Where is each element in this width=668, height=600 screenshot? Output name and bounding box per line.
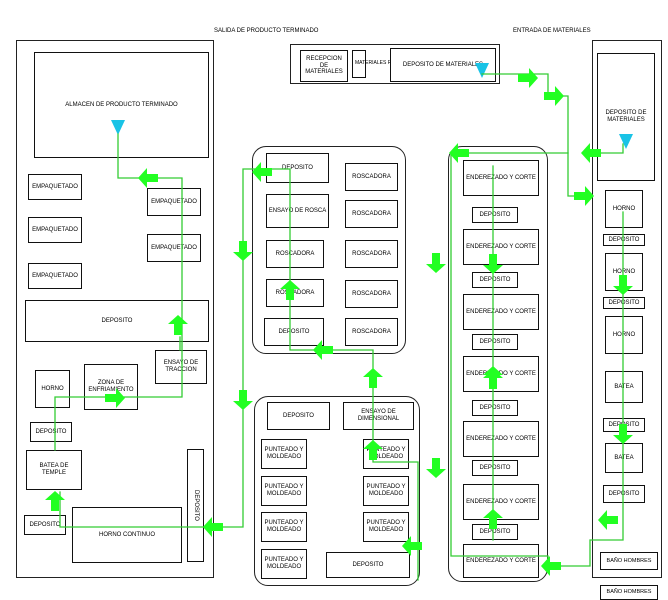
flow-arrow-down <box>233 390 253 410</box>
bathroom-1: BAÑO HOMBRES <box>600 552 658 570</box>
roscadora-4: ROSCADORA <box>345 200 398 228</box>
flow-arrow-left <box>598 510 618 530</box>
thread-test: ENSAYO DE ROSCA <box>266 194 329 228</box>
plant-wall-left <box>16 40 214 578</box>
deposito-left-small: DEPOSITO <box>30 422 72 442</box>
flow-line <box>559 211 624 567</box>
flow-arrow-left <box>252 162 272 182</box>
punteado-left-4: PUNTEADO Y MOLDEADO <box>261 549 307 579</box>
roscadora-3: ROSCADORA <box>345 163 398 191</box>
warehouse-marker <box>111 120 125 135</box>
deposito-str-4: DEPOSITO <box>472 400 518 416</box>
deposito-str-5: DEPOSITO <box>472 460 518 476</box>
deposito-weld-bottom: DEPOSITO <box>326 552 410 578</box>
deposito-str-3: DEPOSITO <box>472 334 518 350</box>
punteado-left-1: PUNTEADO Y MOLDEADO <box>261 439 307 469</box>
flow-arrow-up <box>483 369 503 389</box>
entry-label: ENTRADA DE MATERIALES <box>513 28 591 34</box>
enderezado-5: ENDEREZADO Y CORTE <box>463 421 539 457</box>
flow-arrow-left <box>541 556 561 576</box>
flow-arrow-up <box>280 280 300 300</box>
flow-arrow-right <box>544 86 564 106</box>
welding-zone <box>254 396 420 586</box>
materials-depot-right: DEPOSITO DE MATERIALES <box>597 53 655 181</box>
deposito-right-4: DEPOSITO <box>603 485 645 503</box>
flow-arrow-right <box>518 68 538 88</box>
flow-arrow-down <box>483 254 503 274</box>
deposito-str-1: DEPOSITO <box>472 207 518 223</box>
roscadora-5: ROSCADORA <box>345 240 398 268</box>
flow-arrow-left <box>203 517 223 537</box>
flow-arrow-up <box>363 440 383 460</box>
punteado-left-3: PUNTEADO Y MOLDEADO <box>261 512 307 542</box>
quench-tank: BATEA DE TEMPLE <box>26 450 82 490</box>
flow-line <box>54 133 183 451</box>
roscadora-2: ROSCADORA <box>266 279 324 307</box>
tensile-test: ENSAYO DE TRACCION <box>155 350 207 384</box>
batea-1: BATEA <box>605 371 643 403</box>
punteado-left-2: PUNTEADO Y MOLDEADO <box>261 476 307 506</box>
roscadora-1: ROSCADORA <box>266 240 324 268</box>
deposito-vertical: DEPOSITO <box>187 449 204 562</box>
empaquetado-left-1: EMPAQUETADO <box>28 174 82 200</box>
straightening-zone <box>448 146 548 582</box>
flow-arrow-left <box>449 143 469 163</box>
finished-goods-warehouse: ALMACEN DE PRODUCTO TERMINADO <box>34 52 209 158</box>
flow-arrow-left <box>581 143 601 163</box>
horno-right-1: HORNO <box>605 190 643 228</box>
roscadora-7: ROSCADORA <box>345 318 398 346</box>
enderezado-1: ENDEREZADO Y CORTE <box>463 160 539 196</box>
flow-arrow-left <box>313 340 333 360</box>
horno-right-3: HORNO <box>605 316 643 354</box>
empaquetado-left-3: EMPAQUETADO <box>28 263 82 289</box>
empaquetado-right-1: EMPAQUETADO <box>147 188 201 216</box>
empaquetado-left-2: EMPAQUETADO <box>28 217 82 243</box>
horno-left: HORNO <box>35 370 70 408</box>
punteado-right-2: PUNTEADO Y MOLDEADO <box>363 476 409 506</box>
cooling-zone: ZONA DE ENFRIAMIENTO <box>84 364 138 410</box>
plant-wall-right <box>592 40 662 578</box>
flow-arrow-right <box>574 186 594 206</box>
deposito-mid-top: DEPOSITO <box>266 153 329 183</box>
continuous-furnace: HORNO CONTINUO <box>72 507 182 563</box>
flow-arrow-up <box>168 315 188 335</box>
receiving-area <box>290 44 500 84</box>
flow-arrow-down <box>613 275 633 295</box>
flow-arrow-left <box>402 536 422 556</box>
flow-arrow-up <box>45 491 65 511</box>
enderezado-6: ENDEREZADO Y CORTE <box>463 484 539 520</box>
flow-arrow-down <box>426 253 446 273</box>
exit-label: SALIDA DE PRODUCTO TERMINADO <box>214 28 319 34</box>
enderezado-2: ENDEREZADO Y CORTE <box>463 229 539 265</box>
enderezado-7: ENDEREZADO Y CORTE <box>463 544 539 578</box>
flow-arrow-left <box>138 168 158 188</box>
punteado-right-3: PUNTEADO Y MOLDEADO <box>363 512 409 542</box>
reception-box: RECEPCION DE MATERIALES <box>300 50 348 82</box>
deposito-str-2: DEPOSITO <box>472 272 518 288</box>
flow-line <box>450 73 569 567</box>
dimensional-test: ENSAYO DE DIMENSIONAL <box>343 402 414 430</box>
deposito-right-2: DEPOSITO <box>603 297 645 309</box>
batea-2: BATEA <box>605 443 643 473</box>
flow-arrow-down <box>426 458 446 478</box>
enderezado-3: ENDEREZADO Y CORTE <box>463 294 539 330</box>
flow-arrow-down <box>613 424 633 444</box>
flow-arrow-up <box>363 368 383 388</box>
flow-arrow-up <box>483 509 503 529</box>
flow-arrow-down <box>233 241 253 261</box>
deposito-weld-top: DEPOSITO <box>267 402 330 430</box>
deposito-left-bottom: DEPOSITO <box>24 515 66 535</box>
deposito-mid-lower: DEPOSITO <box>264 318 324 346</box>
flow-arrow-right <box>105 388 125 408</box>
roscadora-6: ROSCADORA <box>345 280 398 308</box>
deposito-vertical-label: DEPOSITO <box>192 490 199 521</box>
empaquetado-right-2: EMPAQUETADO <box>147 234 201 262</box>
flow-line <box>59 168 419 547</box>
deposito-right-1: DEPOSITO <box>603 234 645 246</box>
